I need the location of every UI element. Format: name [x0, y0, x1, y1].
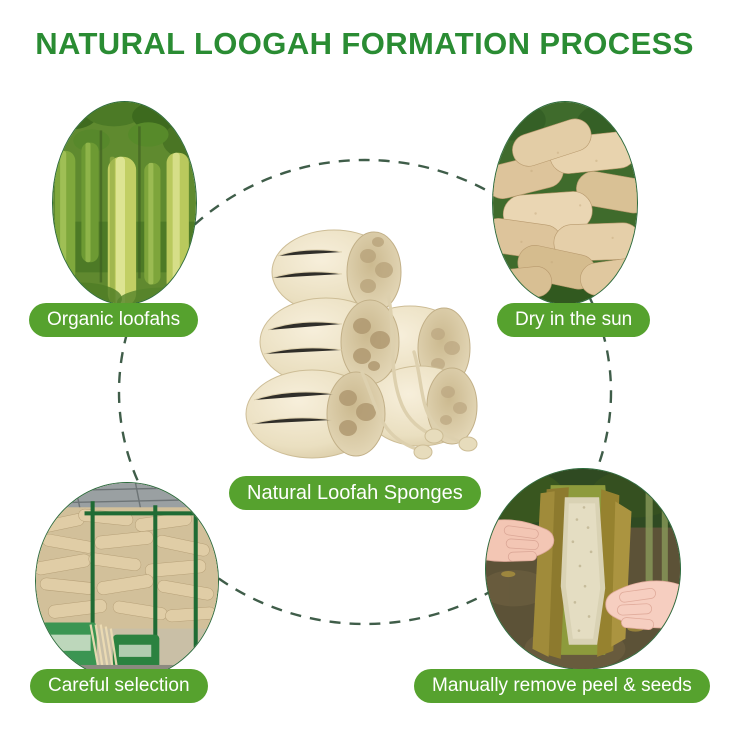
image-warehouse-loofah-piles-green-sacks: [36, 483, 218, 679]
page-title: NATURAL LOOGAH FORMATION PROCESS: [35, 26, 694, 61]
photo-circle-dry-in-the-sun: [492, 101, 638, 305]
image-hands-peeling-loofah-outdoors: [486, 469, 680, 669]
center-product-image: [238, 222, 500, 472]
center-product-label[interactable]: Natural Loofah Sponges: [229, 476, 481, 510]
image-stacked-loofah-sponge-pieces-with-cords: [245, 229, 478, 460]
image-dried-beige-loofah-gourds-pile: [493, 102, 637, 304]
step-label-dry-in-the-sun[interactable]: Dry in the sun: [497, 303, 651, 337]
step-label-manually-remove-peel-and-seeds[interactable]: Manually remove peel & seeds: [414, 669, 710, 703]
photo-circle-organic-loofahs: [52, 101, 197, 305]
photo-circle-careful-selection: [35, 482, 219, 680]
step-label-careful-selection[interactable]: Careful selection: [30, 669, 208, 703]
step-label-organic-loofahs[interactable]: Organic loofahs: [29, 303, 199, 337]
image-green-loofah-gourds-on-vine: [53, 102, 196, 304]
photo-circle-manually-remove-peel-and-seeds: [485, 468, 681, 670]
